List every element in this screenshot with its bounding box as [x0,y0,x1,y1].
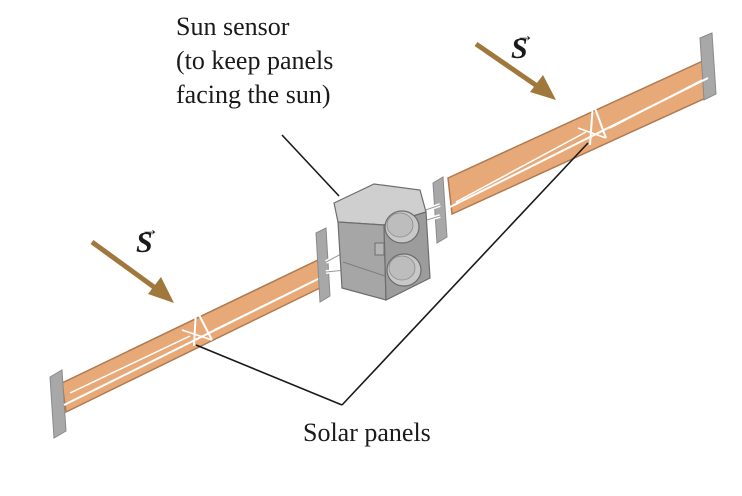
poynting-vector-label-left: → S [136,219,159,259]
left-solar-panel [49,227,331,439]
vector-symbol: S [511,32,528,65]
satellite-icon [333,183,431,301]
solar-panels-label: Solar panels [303,418,431,447]
vector-symbol: S [136,226,153,259]
sun-sensor-label-line-3: facing the sun) [176,80,331,109]
sun-sensor-label: Sun sensor (to keep panels facing the su… [176,10,333,112]
sun-ray-arrow-icon [90,239,174,303]
sun-ray-arrow-icon [474,41,556,100]
vector-arrow-icon: → [141,219,159,239]
right-solar-panel [432,32,717,244]
leader-lines [195,134,589,406]
sun-sensor-label-line-2: (to keep panels [176,46,334,75]
sun-sensor-port-lower [386,253,422,287]
poynting-vector-label-right: → S [511,25,534,65]
sun-sensor-port-upper [384,210,420,244]
vector-arrow-icon: → [516,25,534,45]
sun-sensor-label-line-1: Sun sensor [176,12,290,41]
